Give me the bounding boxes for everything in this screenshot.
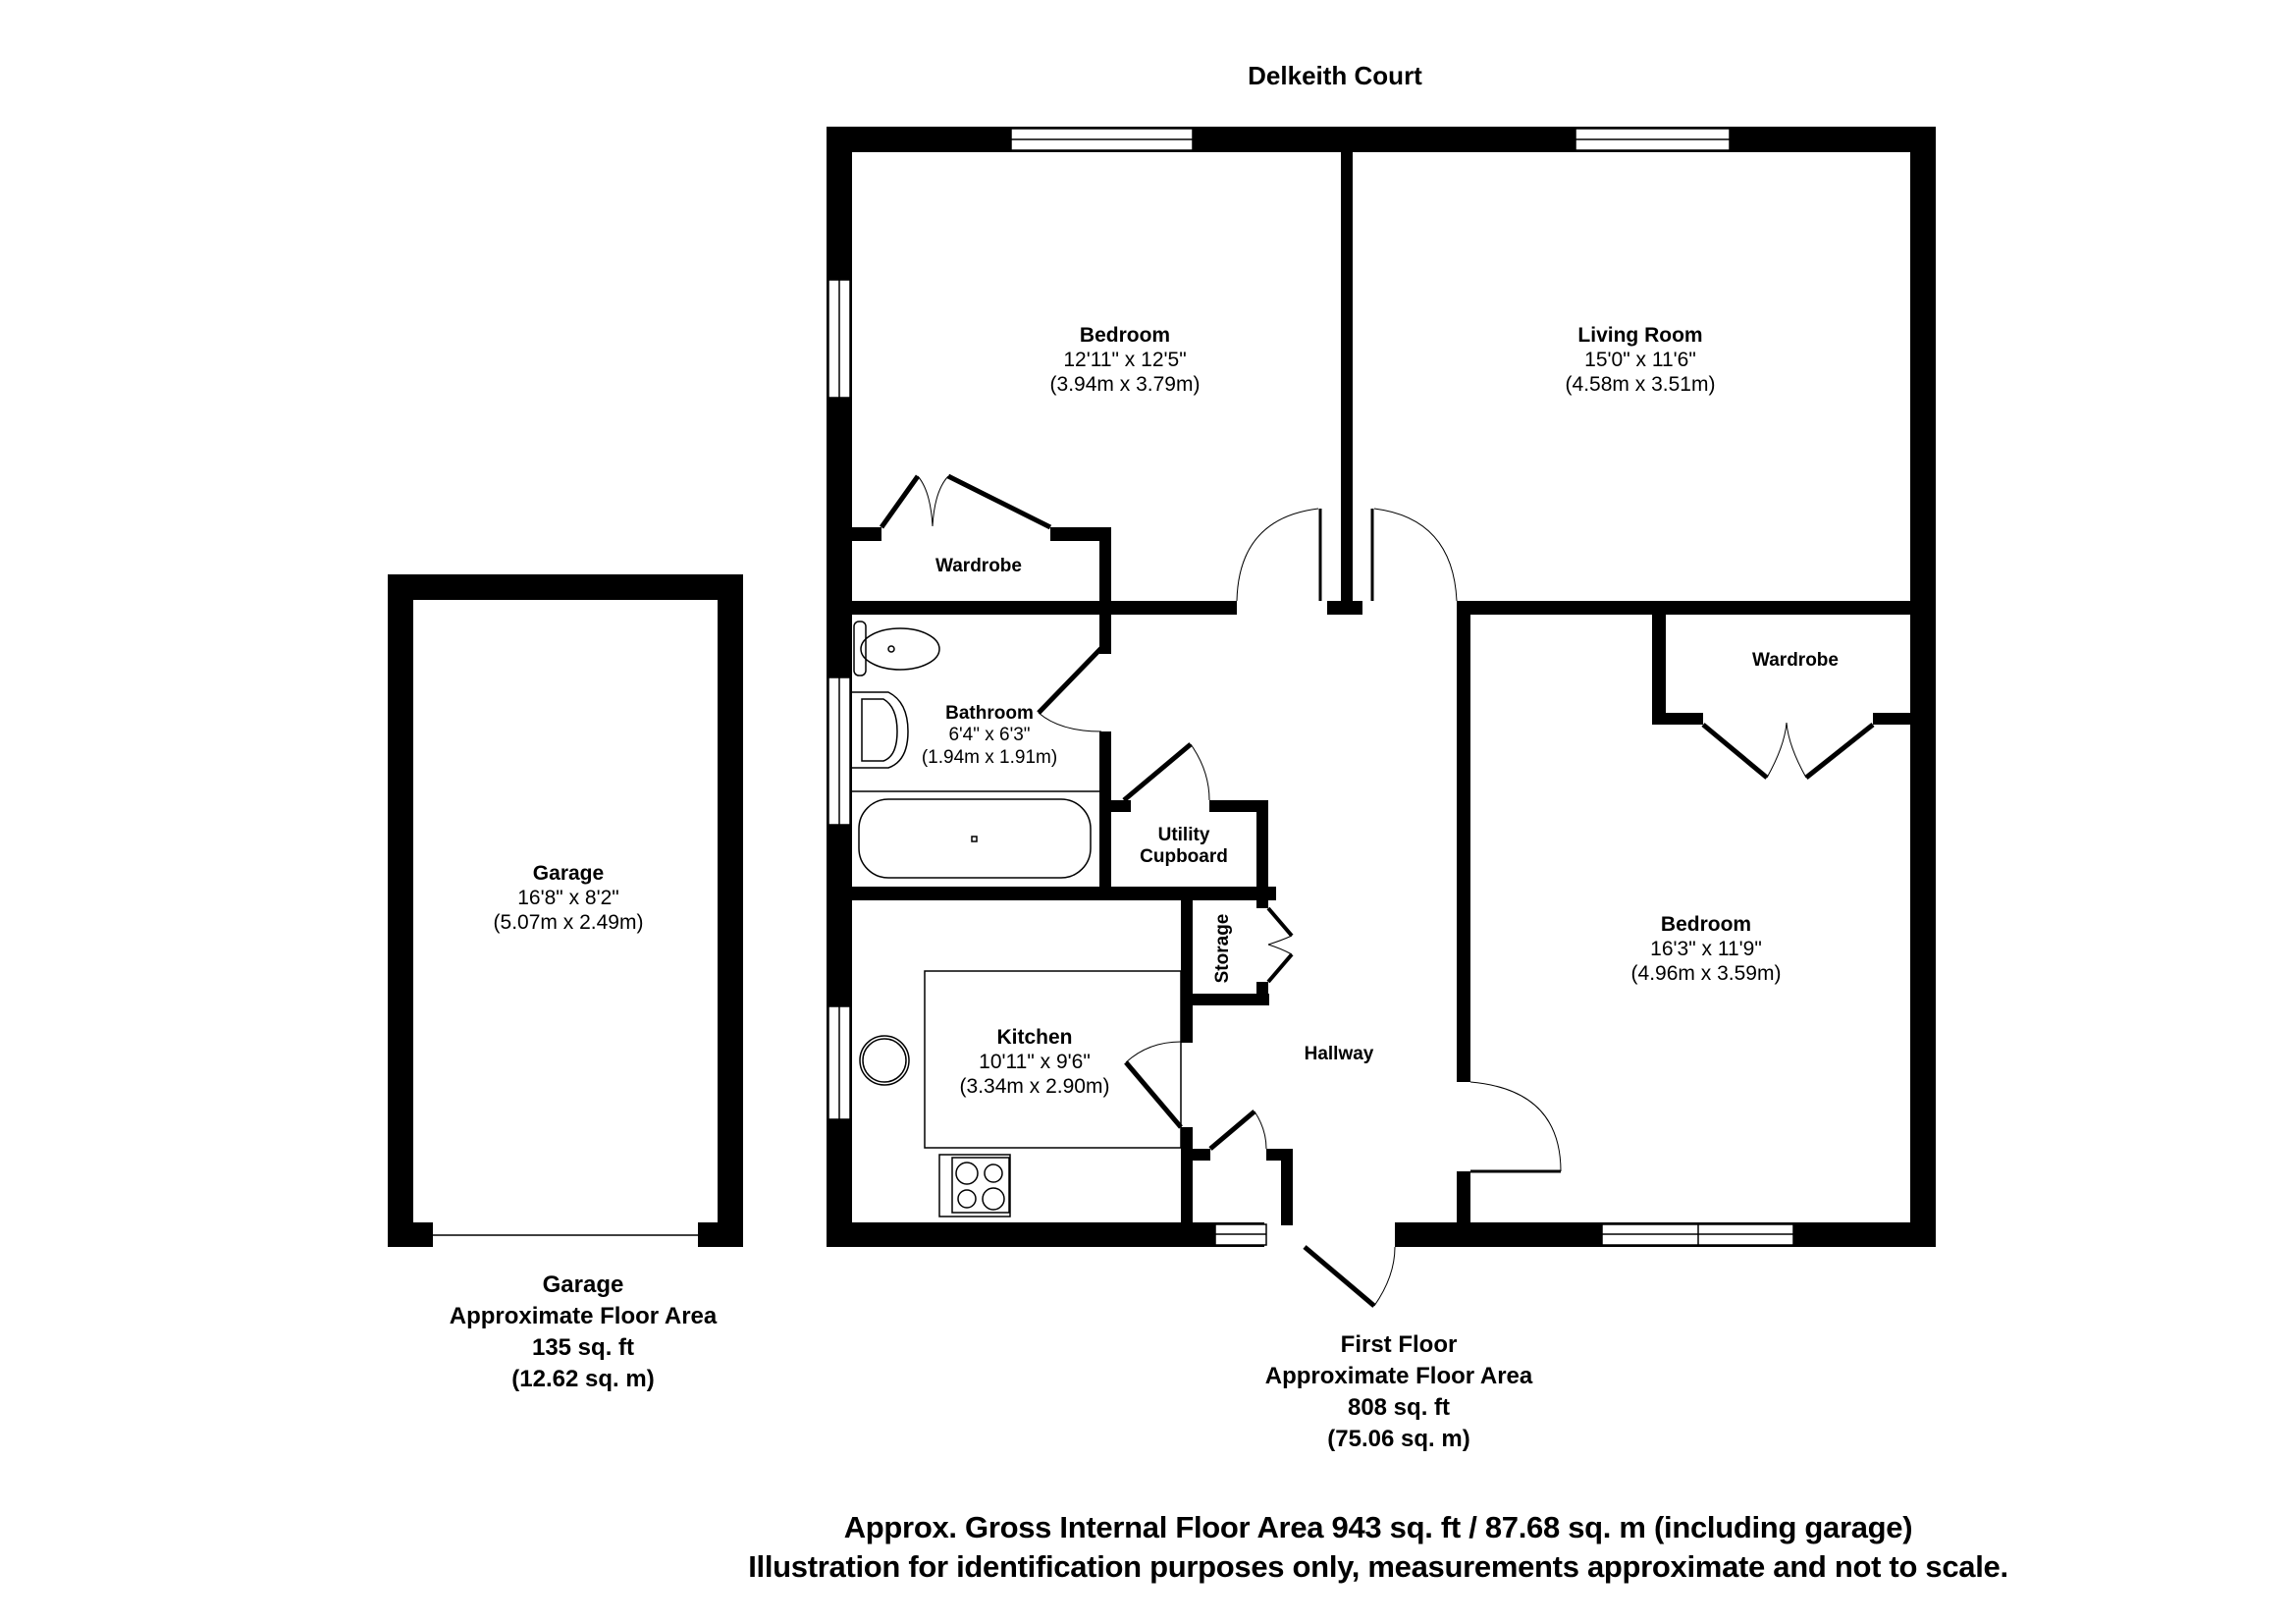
garage-area-line3: 135 sq. ft [531,1334,635,1361]
garage-area-line1: Garage [542,1271,624,1298]
interior-walls [852,152,1910,1225]
first-floor-area-line3: 808 sq. ft [1347,1394,1451,1421]
garage-area-line2: Approximate Floor Area [449,1303,718,1329]
room-hallway: Hallway [1305,1044,1374,1065]
footer-notes: Approx. Gross Internal Floor Area 943 sq… [748,1508,2008,1587]
room-dim-metric: (1.94m x 1.91m) [921,746,1058,768]
room-storage: Storage [1212,913,1233,984]
room-dim-imperial: 16'8" x 8'2" [517,886,619,909]
first-floor-area-line4: (75.06 sq. m) [1327,1426,1470,1452]
garage-area-line4: (12.62 sq. m) [511,1366,655,1392]
room-name-line2: Cupboard [1140,846,1228,868]
room-dim-imperial: 12'11" x 12'5" [1063,348,1187,371]
room-living-room: Living Room 15'0" x 11'6" (4.58m x 3.51m… [1566,324,1716,397]
first-floor-area-line2: Approximate Floor Area [1264,1363,1533,1389]
room-dim-metric: (4.58m x 3.51m) [1565,372,1716,396]
gross-area-note: Approx. Gross Internal Floor Area 943 sq… [843,1510,1913,1544]
room-name: Garage [532,862,605,885]
room-dim-metric: (5.07m x 2.49m) [493,910,644,934]
room-dim-metric: (3.34m x 2.90m) [959,1074,1110,1098]
first-floor-area-line1: First Floor [1340,1331,1458,1358]
fixtures [852,621,1182,1217]
room-name: Wardrobe [935,556,1022,576]
room-name-line1: Utility [1157,825,1210,845]
room-name: Bathroom [945,703,1034,724]
room-dim-imperial: 6'4" x 6'3" [948,725,1031,746]
room-dim-imperial: 10'11" x 9'6" [979,1050,1091,1073]
room-name: Wardrobe [1752,650,1839,671]
room-dim-imperial: 16'3" x 11'9" [1650,937,1762,960]
garage-walls [388,574,743,1247]
room-kitchen: Kitchen 10'11" x 9'6" (3.34m x 2.90m) [960,1026,1110,1099]
windows [828,128,1794,1246]
room-name: Bedroom [1660,913,1752,936]
doors [879,473,1875,1308]
room-dim-metric: (3.94m x 3.79m) [1049,372,1201,396]
room-garage: Garage 16'8" x 8'2" (5.07m x 2.49m) [494,862,644,935]
room-wardrobe-2: Wardrobe [1752,650,1839,672]
walls [827,127,1936,1247]
room-name: Bedroom [1079,324,1171,347]
garage-area-summary: Garage Approximate Floor Area 135 sq. ft… [450,1270,718,1395]
room-name: Kitchen [996,1026,1073,1049]
room-dim-metric: (4.96m x 3.59m) [1630,961,1782,985]
room-utility-cupboard: Utility Cupboard [1140,825,1228,869]
room-name: Hallway [1304,1044,1374,1064]
room-dim-imperial: 15'0" x 11'6" [1584,348,1696,371]
room-bathroom: Bathroom 6'4" x 6'3" (1.94m x 1.91m) [922,703,1057,769]
room-bedroom-2: Bedroom 16'3" x 11'9" (4.96m x 3.59m) [1631,913,1782,986]
room-name: Living Room [1577,324,1703,347]
property-title: Delkeith Court [1248,61,1422,90]
room-bedroom-1: Bedroom 12'11" x 12'5" (3.94m x 3.79m) [1050,324,1201,397]
room-wardrobe-1: Wardrobe [935,556,1022,577]
first-floor-area-summary: First Floor Approximate Floor Area 808 s… [1265,1329,1533,1455]
disclaimer-note: Illustration for identification purposes… [748,1549,2008,1584]
